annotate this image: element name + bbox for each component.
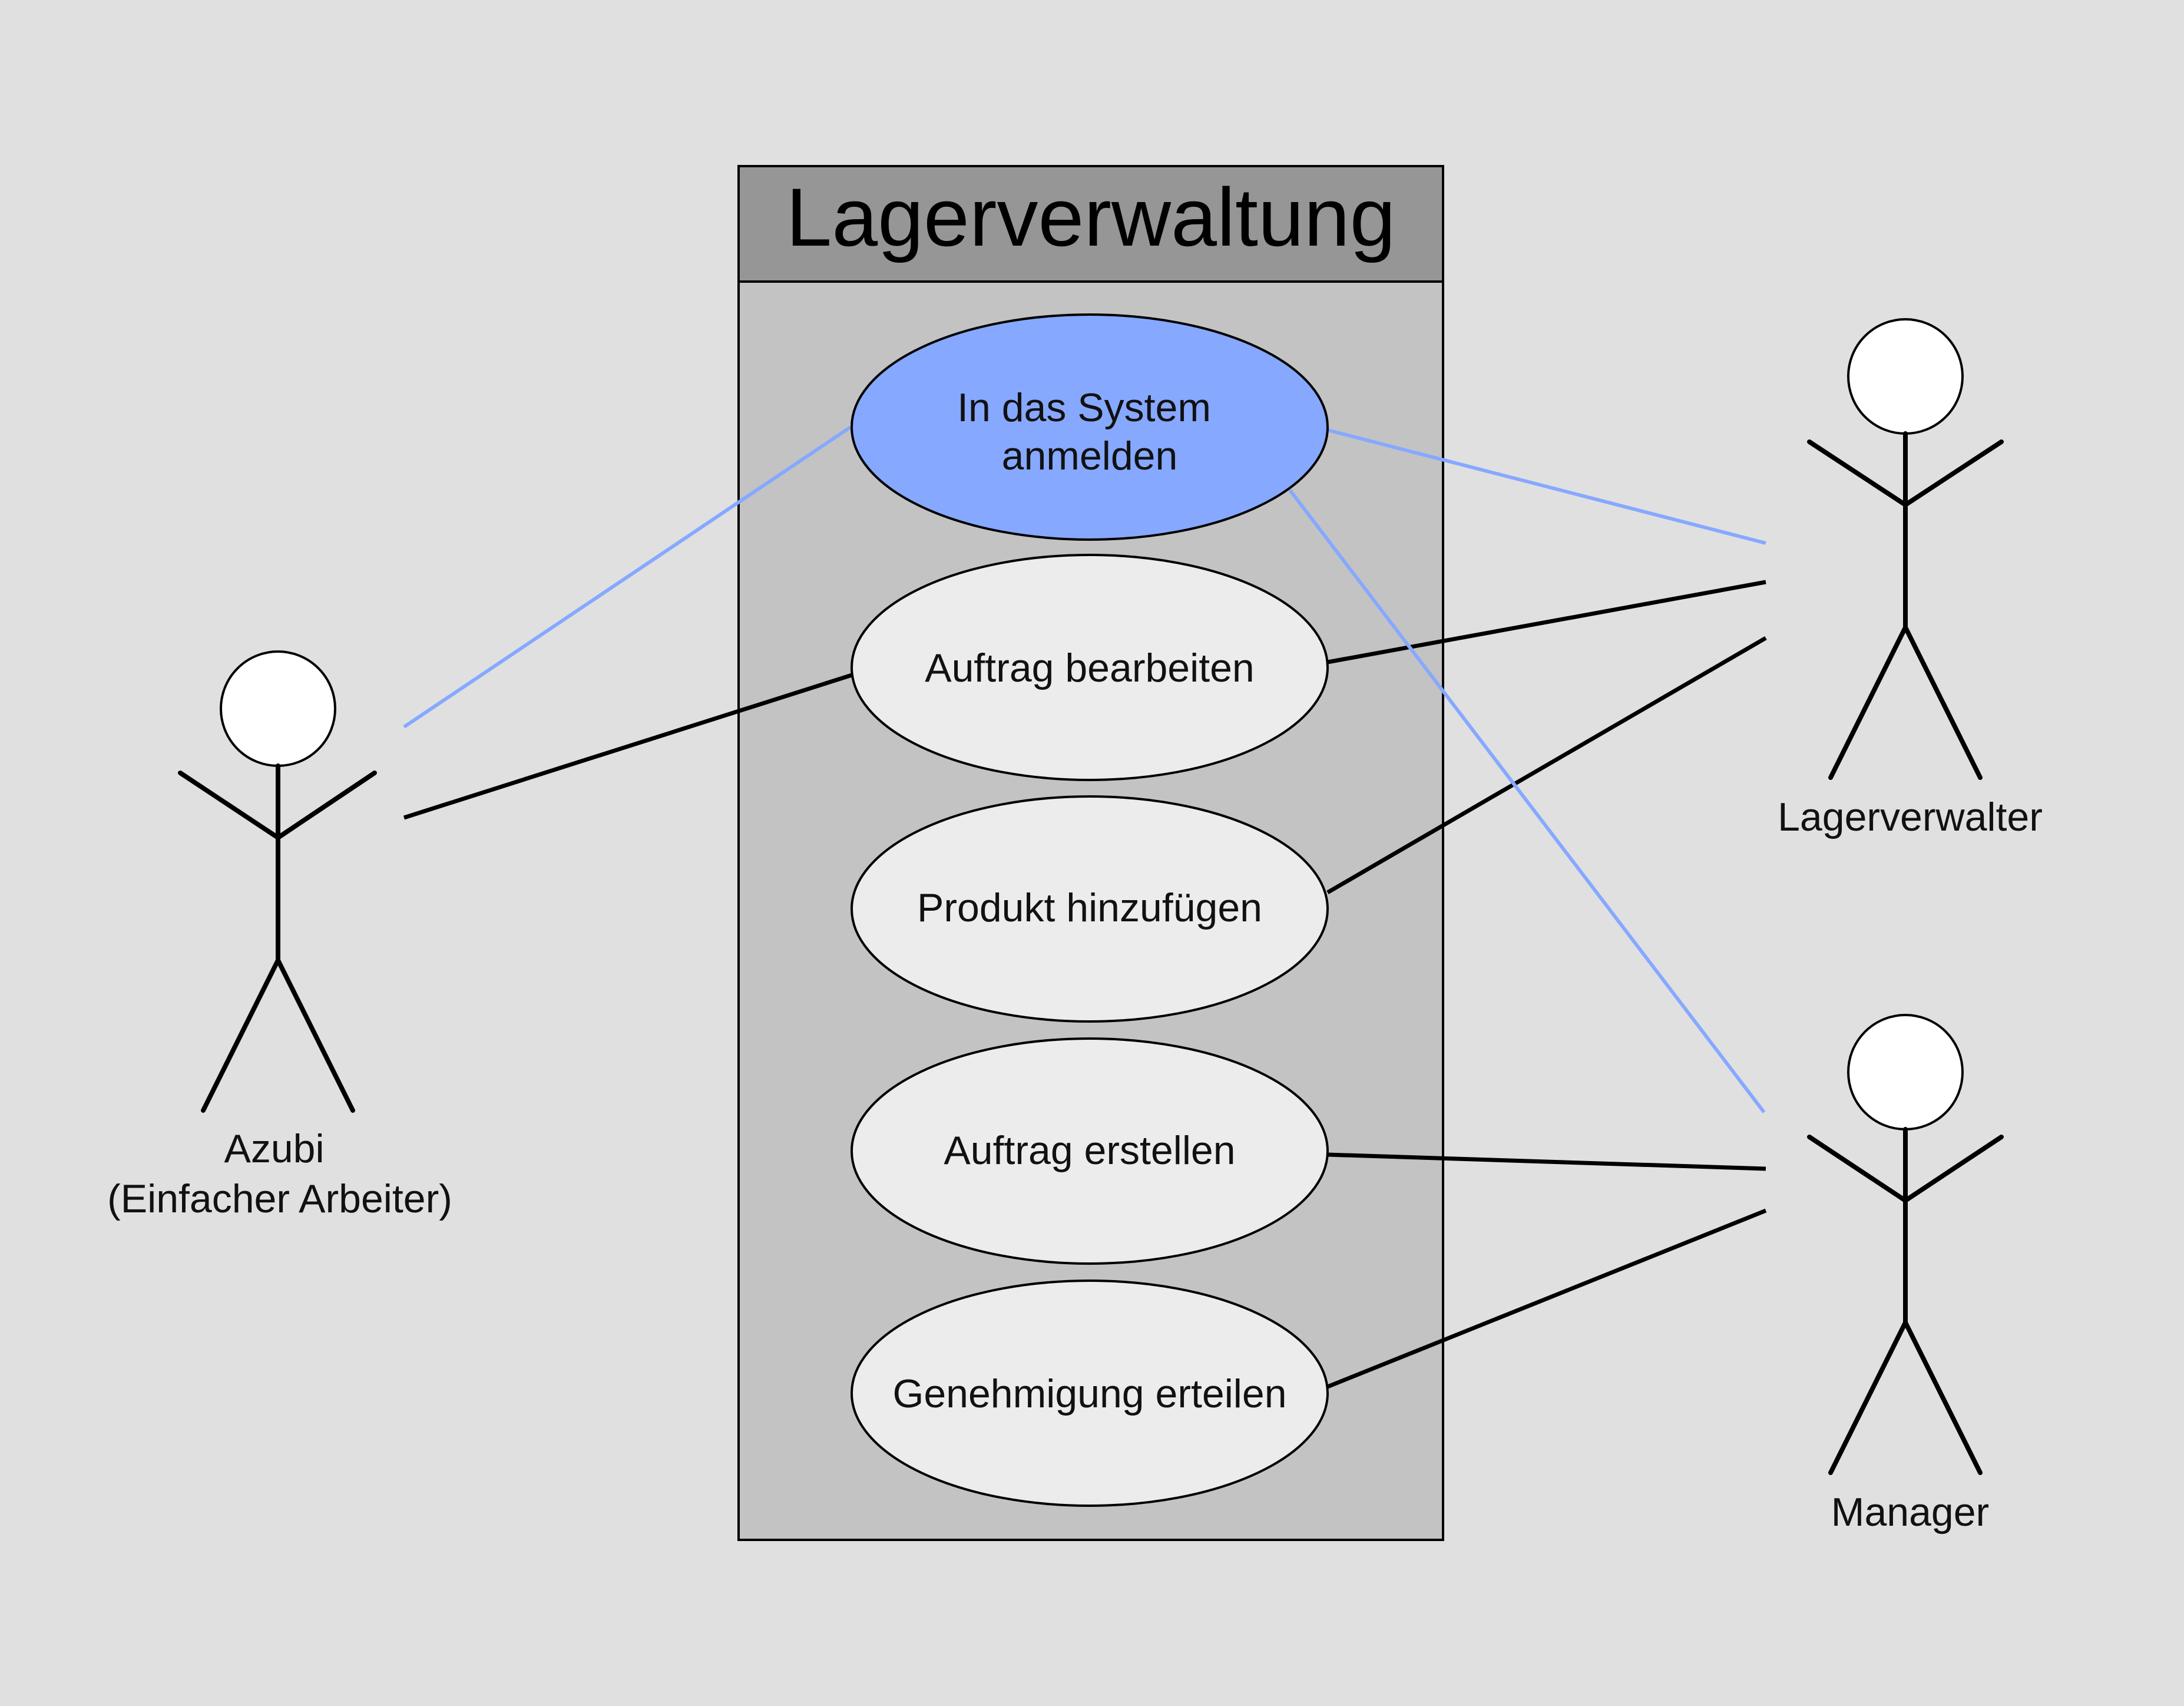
stick-figure-icon bbox=[178, 650, 377, 1113]
association-manager-login bbox=[1288, 489, 1766, 1113]
association-manager-create-order bbox=[1327, 1152, 1766, 1171]
association-lagerverwalter-add-product bbox=[1326, 636, 1767, 895]
use-case-label: Produkt hinzufügen bbox=[917, 885, 1262, 930]
actor-azubi[interactable]: Azubi (Einfacher Arbeiter) bbox=[107, 650, 452, 1221]
use-case-ellipse[interactable] bbox=[851, 1280, 1329, 1507]
actor-label: Azubi (Einfacher Arbeiter) bbox=[107, 1126, 452, 1221]
association-azubi-edit-order bbox=[403, 673, 853, 820]
associations bbox=[403, 425, 1767, 1389]
actor-label-line: Azubi bbox=[224, 1126, 324, 1171]
use-case-label: Genehmigung erteilen bbox=[892, 1371, 1286, 1416]
use-case-label: Auftrag erstellen bbox=[944, 1128, 1235, 1173]
system-title: Lagerverwaltung bbox=[786, 171, 1395, 263]
use-case-login[interactable]: In das System anmelden bbox=[851, 313, 1329, 541]
use-case-label: In das System anmelden bbox=[957, 385, 1222, 478]
actor-label-line: (Einfacher Arbeiter) bbox=[107, 1176, 452, 1221]
stick-figure-icon bbox=[1807, 318, 2004, 780]
association-lagerverwalter-edit-order bbox=[1327, 580, 1766, 664]
use-case-ellipse[interactable] bbox=[851, 795, 1329, 1023]
association-azubi-login bbox=[403, 425, 852, 729]
stick-figure-icon bbox=[1807, 1014, 2004, 1475]
association-lagerverwalter-login bbox=[1327, 428, 1766, 545]
actor-label: Lagerverwalter bbox=[1778, 795, 2043, 839]
use-case-ellipse[interactable] bbox=[851, 554, 1329, 781]
association-manager-grant-approval bbox=[1326, 1208, 1767, 1389]
use-case-label-line: anmelden bbox=[1002, 434, 1178, 478]
use-case-ellipse[interactable] bbox=[851, 313, 1329, 541]
use-case-ellipse[interactable] bbox=[851, 1037, 1329, 1265]
actor-label: Manager bbox=[1831, 1490, 1989, 1535]
use-case-create-order[interactable]: Auftrag erstellen bbox=[851, 1037, 1329, 1265]
use-case-edit-order[interactable]: Auftrag bearbeiten bbox=[851, 554, 1329, 781]
use-case-grant-approval[interactable]: Genehmigung erteilen bbox=[851, 1280, 1329, 1507]
use-case-label: Auftrag bearbeiten bbox=[925, 646, 1255, 690]
actor-lagerverwalter[interactable]: Lagerverwalter bbox=[1778, 318, 2043, 839]
system-header bbox=[737, 165, 1444, 283]
actor-manager[interactable]: Manager bbox=[1807, 1014, 2004, 1535]
use-case-add-product[interactable]: Produkt hinzufügen bbox=[851, 795, 1329, 1023]
use-case-label-line: In das System bbox=[957, 385, 1211, 430]
